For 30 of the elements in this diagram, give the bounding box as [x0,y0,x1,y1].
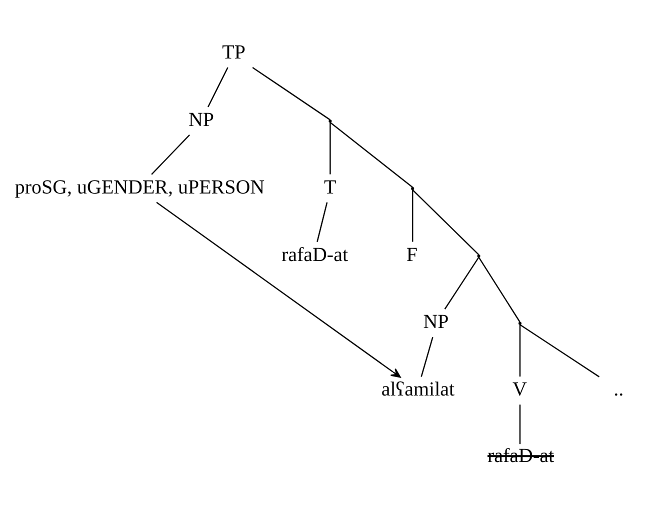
connector [330,122,413,188]
node-point [518,322,522,325]
connector [208,67,228,108]
connector [420,337,434,377]
node-text: NP [188,108,214,131]
connector [252,66,330,120]
connector [412,190,414,242]
node-text: NP [423,311,449,334]
node-text: alʕamilat [381,378,455,401]
node-point [328,120,332,123]
arrow [156,202,401,378]
node-text: rafaD-at [281,244,348,266]
connector [519,404,521,444]
connector [520,324,600,378]
connector [444,257,480,310]
node-point [477,254,480,258]
connector [519,324,521,377]
node-text: TP [222,41,246,64]
node-text: rafaD-at [488,444,554,467]
connector [151,134,190,175]
node-text: V [512,378,527,401]
connector [330,122,331,174]
connector [412,190,480,256]
connector [478,257,520,322]
node-text: T [324,176,336,198]
connector [316,202,328,242]
node-text: proSG, uGENDER, uPERSON [14,176,265,198]
node-text: F [406,244,418,266]
node-point [411,187,414,190]
node-text: .. [614,378,624,401]
